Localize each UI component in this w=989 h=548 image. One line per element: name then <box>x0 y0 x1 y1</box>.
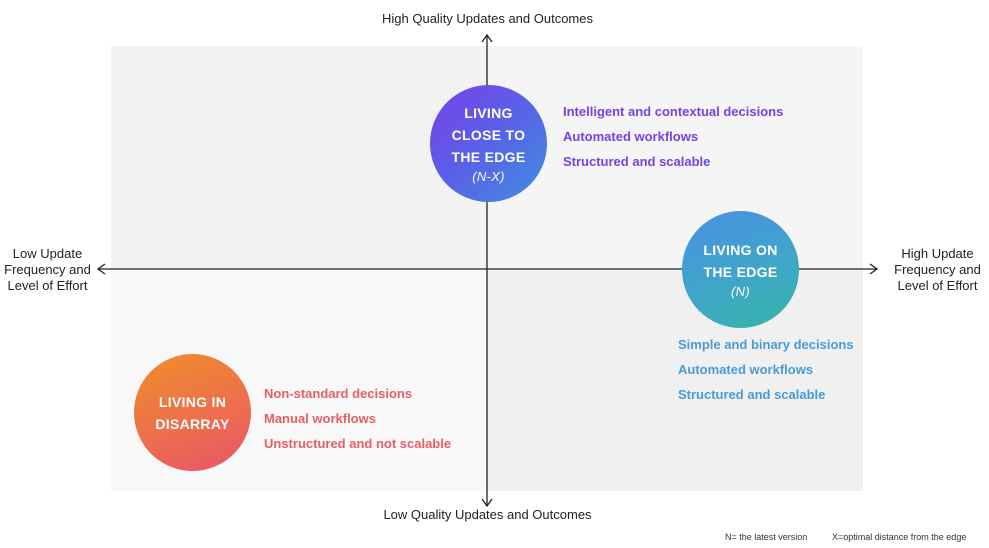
circle-title-line: DISARRAY <box>155 415 230 432</box>
list-item: Structured and scalable <box>678 387 826 402</box>
arrow-up-icon <box>481 33 493 43</box>
circle-title-line: THE EDGE <box>703 263 778 280</box>
circle-living-in-disarray: LIVING IN DISARRAY <box>134 354 251 471</box>
list-item: Manual workflows <box>264 411 376 426</box>
list-item: Unstructured and not scalable <box>264 436 452 451</box>
list-close-to-edge: Intelligent and contextual decisions Aut… <box>563 99 783 174</box>
circle-title-line: CLOSE TO <box>451 126 526 143</box>
footnote-n: N= the latest version <box>725 532 808 542</box>
quadrant-bottom-right <box>487 269 863 491</box>
arrow-left-icon <box>96 263 106 275</box>
list-item: Structured and scalable <box>563 154 711 169</box>
list-item: Automated workflows <box>563 129 699 144</box>
list-disarray: Non-standard decisions Manual workflows … <box>264 381 451 456</box>
list-item: Simple and binary decisions <box>678 337 854 352</box>
axis-label-right: High Update Frequency and Level of Effor… <box>894 246 981 293</box>
circle-subtitle: (N-X) <box>472 168 505 184</box>
circle-living-close-to-edge: LIVING CLOSE TO THE EDGE (N-X) <box>430 85 547 202</box>
arrow-down-icon <box>481 498 493 508</box>
list-item: Intelligent and contextual decisions <box>563 104 784 119</box>
circle-living-on-edge: LIVING ON THE EDGE (N) <box>682 211 799 328</box>
quadrant-top-left <box>111 46 487 269</box>
list-item: Automated workflows <box>678 362 814 377</box>
footnote-x: X=optimal distance from the edge <box>832 532 967 542</box>
circle-title-line: THE EDGE <box>451 148 526 165</box>
list-on-edge: Simple and binary decisions Automated wo… <box>678 332 854 407</box>
quadrant-top-right <box>487 46 863 269</box>
circle-title-line: LIVING <box>464 104 513 121</box>
axis-label-left: Low Update Frequency and Level of Effort <box>4 246 91 293</box>
circle-subtitle: (N) <box>731 283 750 299</box>
circle-title-line: LIVING IN <box>158 393 227 410</box>
axis-label-top: High Quality Updates and Outcomes <box>382 11 593 26</box>
axis-label-bottom: Low Quality Updates and Outcomes <box>383 507 592 522</box>
circle-title-line: LIVING ON <box>703 241 778 258</box>
arrow-right-icon <box>869 263 879 275</box>
list-item: Non-standard decisions <box>264 386 413 401</box>
